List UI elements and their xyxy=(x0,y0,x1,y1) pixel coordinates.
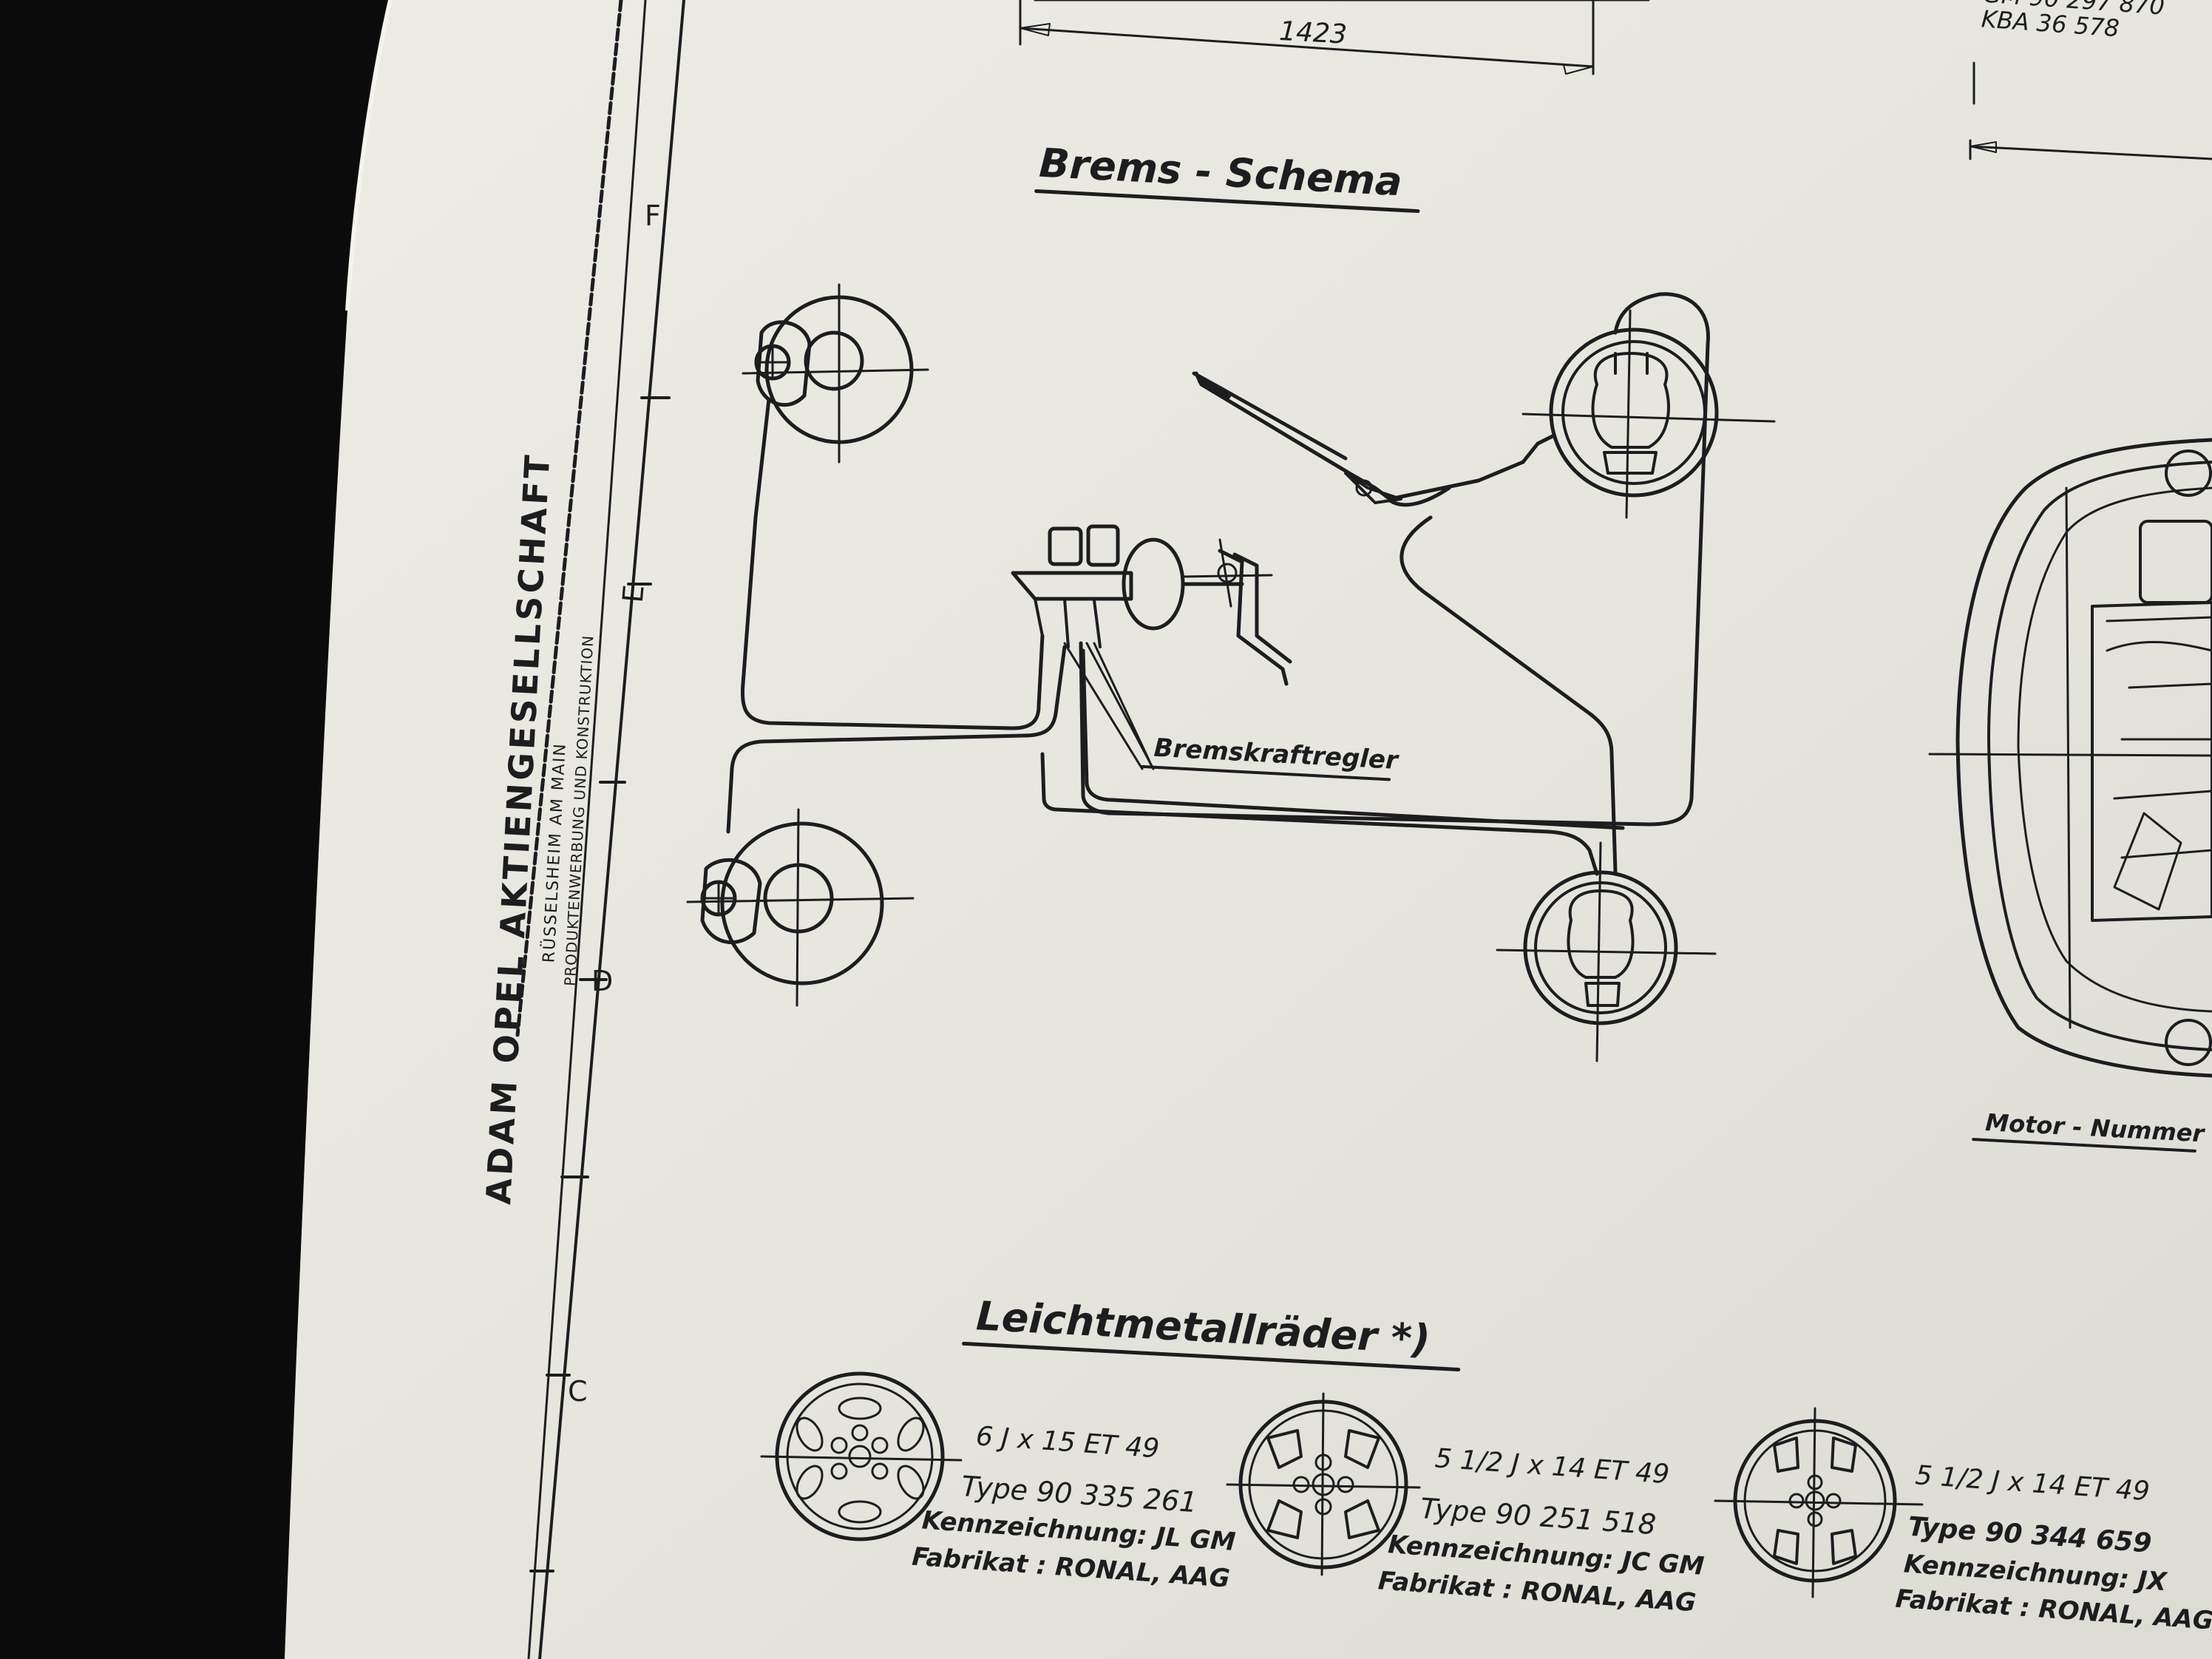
engine-compartment-view xyxy=(1928,438,2212,1078)
wheel-2-drawing xyxy=(1226,1392,1421,1576)
rear-left-disc-brake xyxy=(686,808,915,1007)
brake-pedal xyxy=(1181,538,1292,686)
zone-letter-d: D xyxy=(591,965,613,997)
brake-schematic xyxy=(686,283,1776,1062)
brake-lines xyxy=(726,292,1710,876)
zone-letter-c: C xyxy=(568,1375,588,1408)
front-left-disc-brake xyxy=(742,283,929,464)
dimension-1423: 1423 xyxy=(1019,0,1650,75)
wheel-1-drawing xyxy=(760,1371,963,1541)
dimension-value: 1423 xyxy=(1278,16,1348,50)
wheel-3-drawing xyxy=(1714,1407,1924,1598)
master-cylinder-booster xyxy=(1011,524,1244,648)
drawing-border xyxy=(515,0,685,1659)
handbrake-lever xyxy=(1192,371,1525,507)
rear-right-drum-brake xyxy=(1496,841,1717,1062)
zone-letter-e: E xyxy=(617,583,651,604)
zone-letters: F E D C xyxy=(568,200,661,1408)
zone-letter-f: F xyxy=(645,200,661,232)
